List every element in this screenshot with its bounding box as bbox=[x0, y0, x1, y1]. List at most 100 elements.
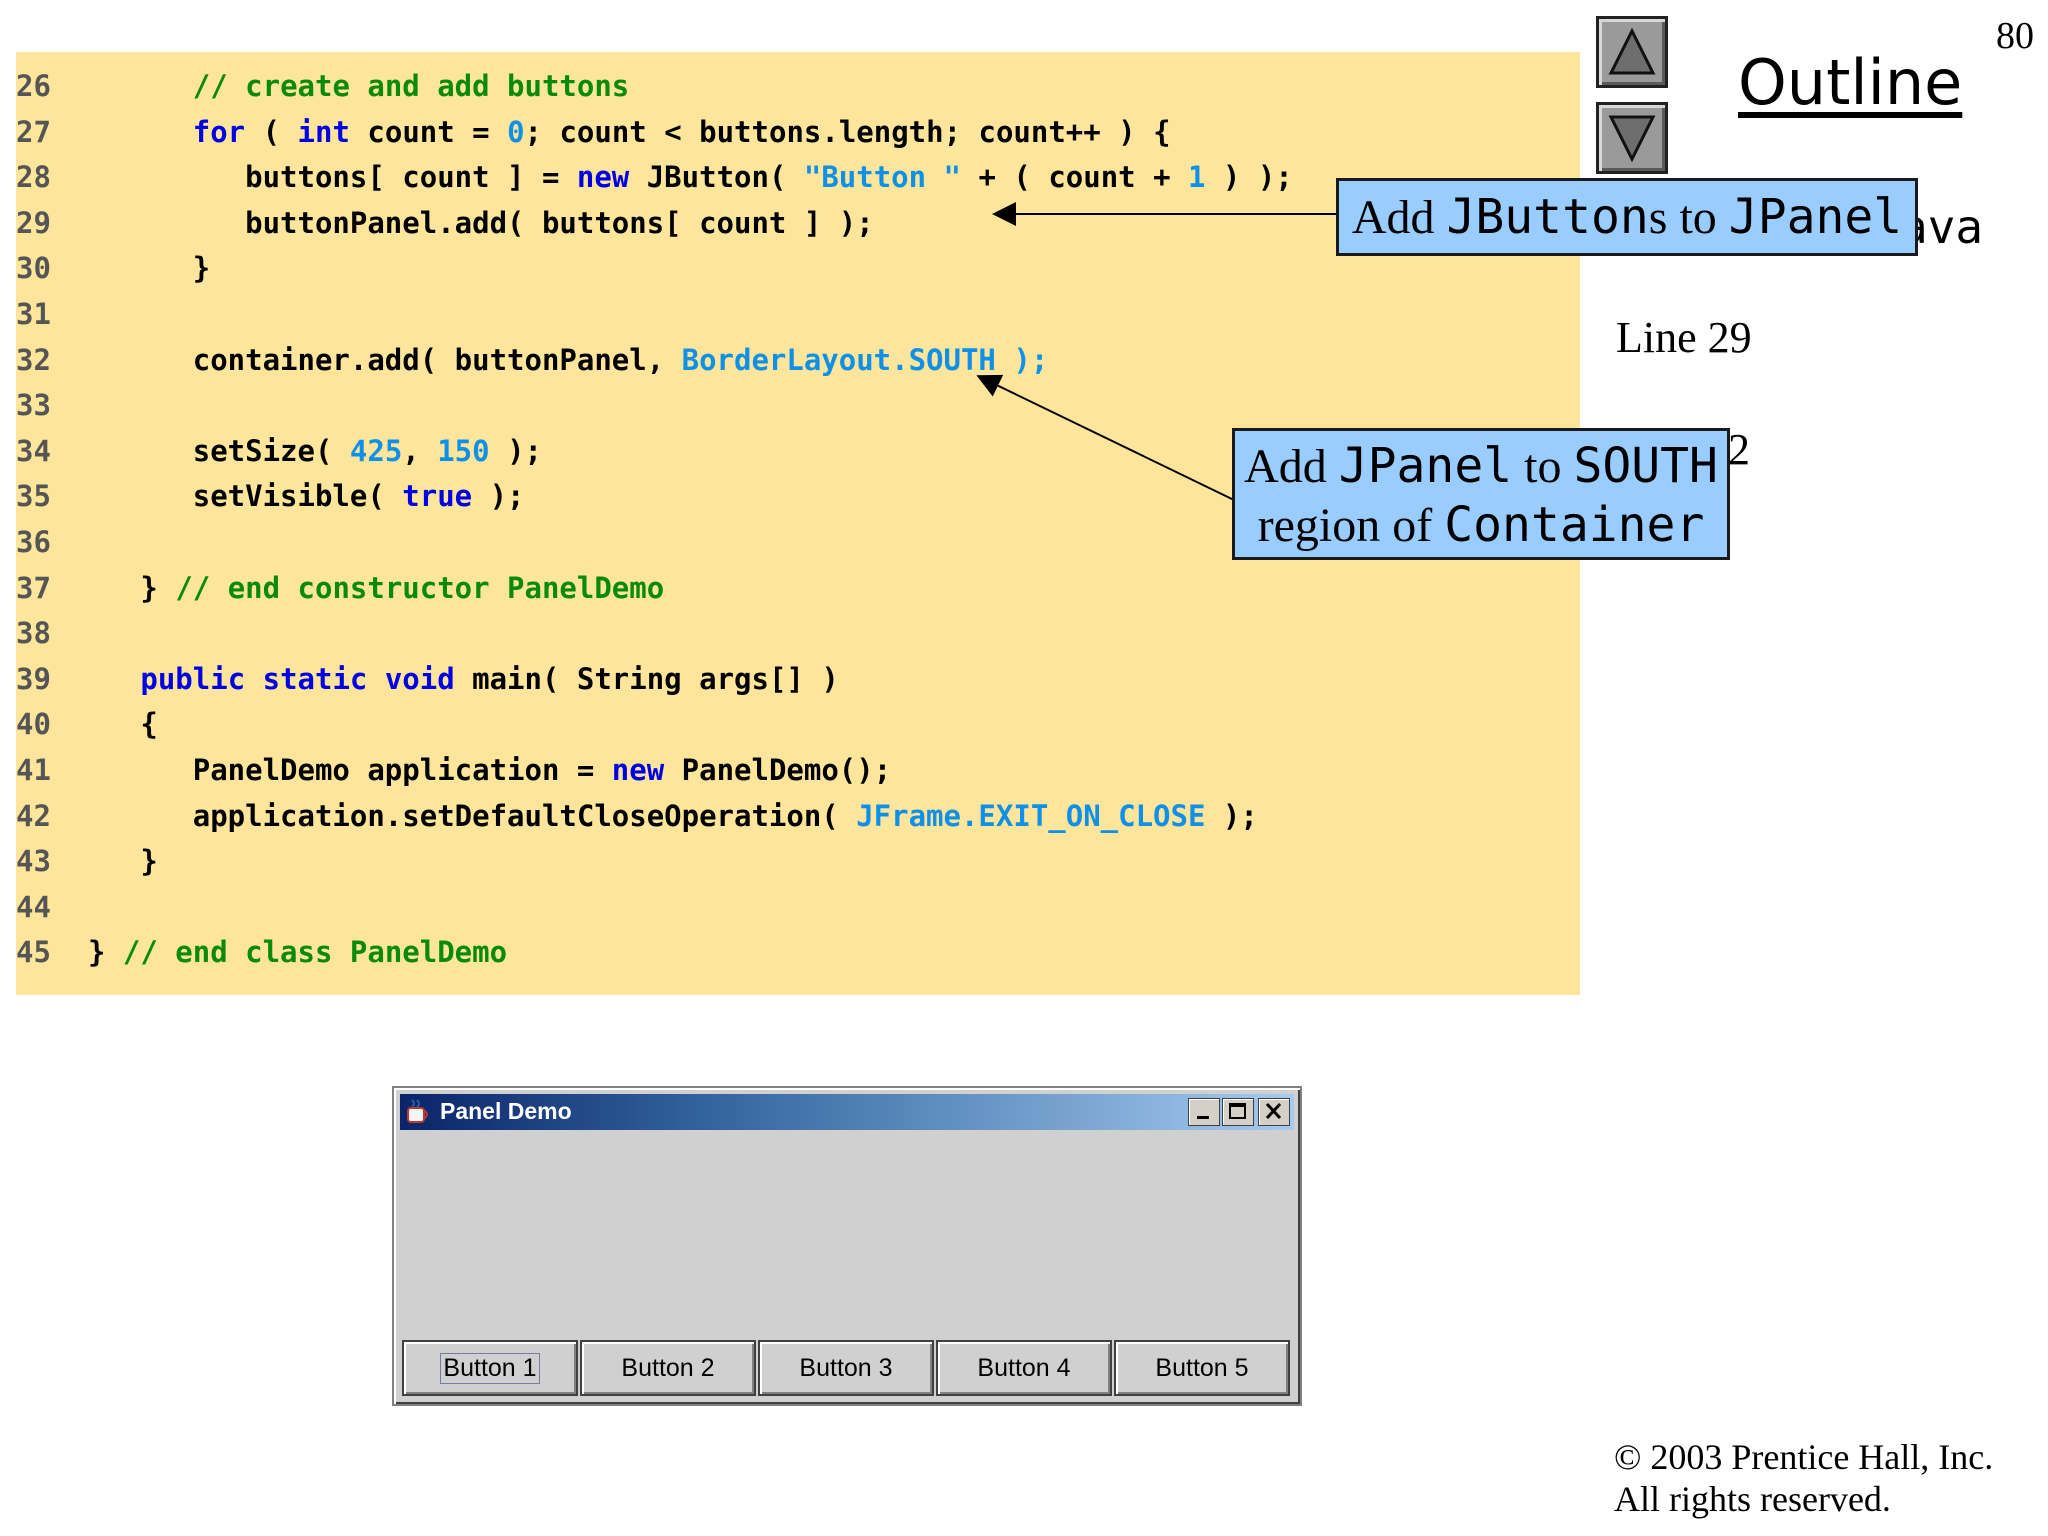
code-token: , bbox=[402, 433, 438, 468]
code-token: setVisible( bbox=[88, 479, 403, 514]
code-line: 35 setVisible( true ); bbox=[16, 474, 525, 518]
maximize-button[interactable] bbox=[1222, 1098, 1254, 1126]
code-token: } bbox=[88, 844, 158, 879]
code-line: 30 } bbox=[16, 246, 210, 290]
code-token: "Button " bbox=[803, 160, 962, 195]
code-token: 1 bbox=[1188, 160, 1206, 195]
line-number: 28 bbox=[16, 160, 51, 195]
code-line: 34 setSize( 425, 150 ); bbox=[16, 429, 542, 473]
minimize-button[interactable] bbox=[1188, 1098, 1220, 1126]
code-line: 38 bbox=[16, 611, 88, 655]
code-token: ); bbox=[472, 479, 525, 514]
code-token: for bbox=[192, 114, 246, 149]
code-token: 425 bbox=[349, 433, 403, 468]
code-line: 31 bbox=[16, 292, 88, 336]
line-number: 40 bbox=[16, 707, 51, 742]
code-line: 37 } // end constructor PanelDemo bbox=[16, 566, 664, 610]
code-token: application.setDefaultCloseOperation( bbox=[88, 798, 857, 833]
window-title-bar[interactable]: Panel Demo bbox=[400, 1094, 1294, 1130]
code-token: ) ); bbox=[1205, 160, 1293, 195]
minimize-icon bbox=[1197, 1116, 1209, 1119]
callout-add-jbuttons: Add JButtons to JPanel bbox=[1336, 178, 1918, 256]
code-token: 0 bbox=[507, 114, 525, 149]
line-number: 45 bbox=[16, 935, 51, 970]
button-panel: Button 1 Button 2 Button 3 Button 4 Butt… bbox=[402, 1340, 1292, 1396]
code-token: } bbox=[88, 570, 176, 605]
code-line: 39 public static void main( String args[… bbox=[16, 657, 839, 701]
code-line: 36 bbox=[16, 520, 88, 564]
code-token: ( bbox=[245, 114, 298, 149]
line-number: 35 bbox=[16, 479, 51, 514]
code-token: JFrame.EXIT_ON_CLOSE bbox=[856, 798, 1206, 833]
window-title: Panel Demo bbox=[440, 1098, 572, 1124]
button-2[interactable]: Button 2 bbox=[580, 1340, 756, 1396]
arrow-to-line-32 bbox=[976, 374, 1235, 501]
panel-demo-window: Panel Demo Button 1 Button 2 Button 3 Bu… bbox=[392, 1086, 1302, 1406]
code-token: { bbox=[88, 707, 158, 742]
button-3[interactable]: Button 3 bbox=[758, 1340, 934, 1396]
callout-add-jpanel-south: Add JPanel to SOUTH region of Container bbox=[1232, 428, 1730, 560]
code-token: setSize( bbox=[88, 433, 350, 468]
code-token: buttons[ count ] = bbox=[88, 160, 577, 195]
code-token: new bbox=[611, 753, 665, 787]
code-token: BorderLayout.SOUTH ); bbox=[681, 342, 1049, 377]
line-number: 33 bbox=[16, 388, 51, 423]
code-token: } bbox=[88, 251, 211, 286]
code-token: PanelDemo application = bbox=[88, 753, 612, 787]
line-number: 32 bbox=[16, 342, 51, 377]
line-number: 26 bbox=[16, 69, 51, 103]
java-cup-icon bbox=[407, 1099, 428, 1123]
code-line: 28 buttons[ count ] = new JButton( "Butt… bbox=[16, 155, 1293, 199]
code-line: 26 // create and add buttons bbox=[16, 64, 629, 108]
code-token: container.add( buttonPanel, bbox=[88, 342, 682, 377]
line-number: 31 bbox=[16, 297, 51, 331]
maximize-icon bbox=[1229, 1103, 1246, 1119]
line-number: 27 bbox=[16, 114, 51, 149]
code-line: 41 PanelDemo application = new PanelDemo… bbox=[16, 748, 891, 792]
line-number: 38 bbox=[16, 616, 51, 651]
code-token: ); bbox=[1205, 798, 1258, 833]
line-number: 34 bbox=[16, 433, 51, 468]
button-1[interactable]: Button 1 bbox=[402, 1340, 578, 1396]
line-number: 41 bbox=[16, 753, 51, 787]
button-5[interactable]: Button 5 bbox=[1114, 1340, 1290, 1396]
code-line: 27 for ( int count = 0; count < buttons.… bbox=[16, 110, 1171, 154]
code-token: count = bbox=[349, 114, 508, 149]
outline-title: Outline bbox=[1738, 46, 1963, 119]
code-line: 32 container.add( buttonPanel, BorderLay… bbox=[16, 338, 1048, 382]
line-number: 44 bbox=[16, 889, 51, 924]
copyright: © 2003 Prentice Hall, Inc. All rights re… bbox=[1614, 1437, 1994, 1519]
button-4[interactable]: Button 4 bbox=[936, 1340, 1112, 1396]
code-token: public static void bbox=[140, 661, 455, 696]
code-token: new bbox=[576, 160, 630, 195]
line-number: 42 bbox=[16, 798, 51, 833]
previous-slide-button[interactable] bbox=[1596, 16, 1668, 88]
next-slide-button[interactable] bbox=[1596, 102, 1668, 174]
close-button[interactable] bbox=[1258, 1098, 1290, 1126]
code-token: true bbox=[402, 479, 473, 514]
code-token: } bbox=[88, 935, 123, 970]
line-number: 36 bbox=[16, 525, 51, 559]
code-token: // create and add buttons bbox=[192, 69, 630, 103]
line-label: Line 29 bbox=[1616, 313, 1752, 362]
code-token: PanelDemo(); bbox=[664, 753, 892, 787]
code-token: ; count < buttons.length; count++ ) { bbox=[524, 114, 1171, 149]
code-token: 150 bbox=[437, 433, 490, 468]
code-line: 29 buttonPanel.add( buttons[ count ] ); bbox=[16, 201, 874, 245]
code-token: buttonPanel.add( buttons[ count ] ); bbox=[88, 205, 874, 240]
code-line: 33 bbox=[16, 383, 88, 427]
code-token: + ( count + bbox=[961, 160, 1188, 195]
code-line: 43 } bbox=[16, 839, 158, 883]
line-label-fragment: 2 bbox=[1728, 425, 1750, 474]
code-line: 40 { bbox=[16, 702, 158, 746]
close-icon bbox=[1265, 1102, 1282, 1120]
code-line: 42 application.setDefaultCloseOperation(… bbox=[16, 794, 1258, 838]
down-arrow-icon bbox=[1608, 115, 1656, 163]
code-token: ); bbox=[489, 433, 542, 468]
line-number: 43 bbox=[16, 844, 51, 879]
code-token: // end class PanelDemo bbox=[122, 935, 508, 970]
page-number: 80 bbox=[1996, 15, 2034, 57]
line-number: 30 bbox=[16, 251, 51, 286]
up-arrow-icon bbox=[1608, 27, 1656, 75]
